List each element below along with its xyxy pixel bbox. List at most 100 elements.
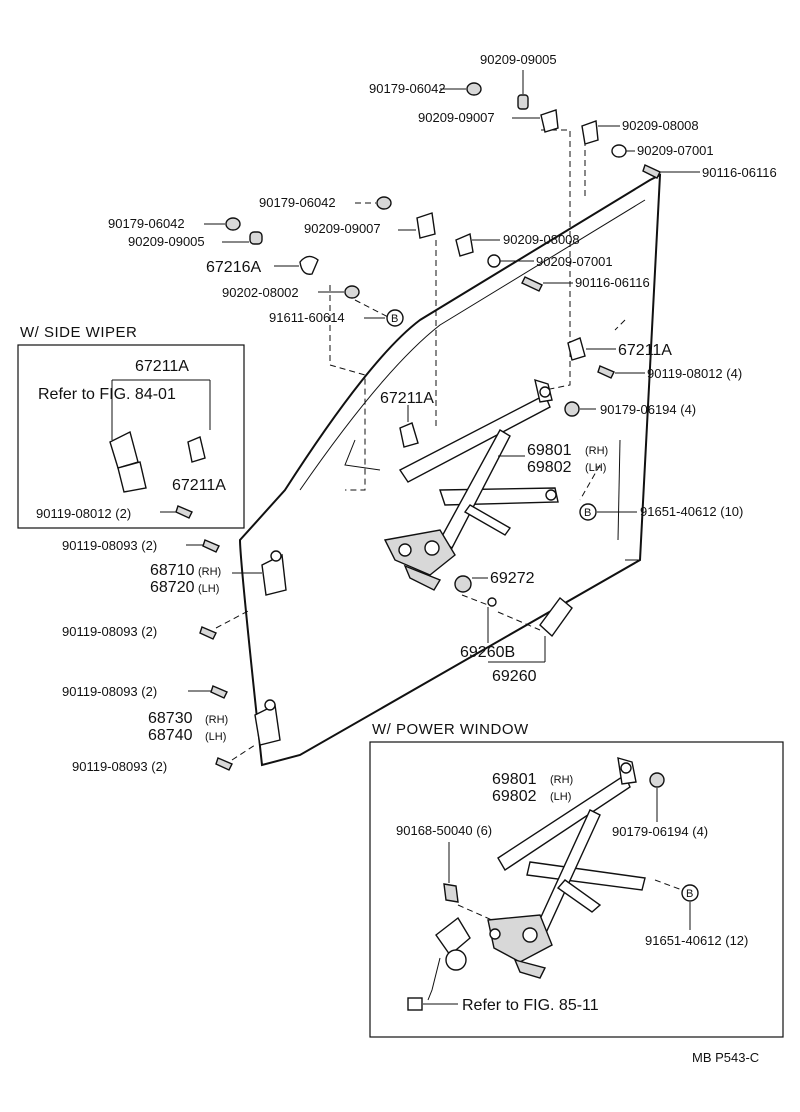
bolt-icon [210,685,228,699]
circled-b-marker [579,503,597,521]
label-90179-06194-main: 90179-06194 (4) [600,402,696,417]
hinge-group: 90119-08093 (2) 68710 (RH) 68720 (LH) 90… [62,538,287,774]
washer-icon [611,144,627,158]
lower-hinge-icon [254,703,281,746]
power-window-motor-icon [407,916,471,1011]
stopper-bracket-icon [455,233,474,257]
side-wiper-inset: W/ SIDE WIPER 67211A Refer to FIG. 84-01… [17,324,245,529]
bolt-icon [199,626,217,640]
pw-label-69801-rh: (RH) [550,774,573,786]
circled-b-marker [386,309,404,327]
window-crank-handle-icon [539,596,573,638]
cushion-icon [517,94,529,110]
sw-label-67211A-top: 67211A [135,358,189,375]
label-67211A-right: 67211A [618,342,672,359]
sw-refer-fig: Refer to FIG. 84-01 [38,386,176,403]
nut-icon [376,196,392,210]
side-wiper-box [17,344,245,529]
washer-icon [344,285,360,299]
bolt-icon [642,164,661,179]
bolt-icon [215,757,233,771]
circled-b-text: B [686,888,693,900]
glass-guide-dashed-lines [329,129,626,631]
power-window-title: W/ POWER WINDOW [372,721,529,738]
bolt-icon [175,505,193,519]
label-69801-main: 69801 [527,442,572,459]
cushion-icon [249,231,263,245]
label-91611-60614: 91611-60614 [269,310,345,325]
label-68720-lh: (LH) [198,583,219,595]
label-90119-08012-right: 90119-08012 (4) [647,366,742,381]
side-wiper-title: W/ SIDE WIPER [20,324,137,341]
clip-icon [487,597,497,607]
power-window-regulator-icon [487,757,646,979]
screw-icon [443,883,459,903]
label-67211A-center: 67211A [380,390,434,407]
window-regulator-icon [383,378,559,591]
label-68720: 68720 [150,579,195,596]
label-68710-rh: (RH) [198,566,221,578]
pw-label-91651-40612: 91651-40612 (12) [645,933,748,948]
bolt-icon [521,276,543,292]
stopper-bracket-icon [581,120,599,145]
label-69802-main: 69802 [527,459,572,476]
label-90209-07001-mid: 90209-07001 [536,254,613,269]
pw-label-90179-06194: 90179-06194 (4) [612,824,708,839]
circled-b-text: B [584,507,591,519]
pw-refer-fig: Refer to FIG. 85-11 [462,997,599,1014]
label-91651-40612-main: 91651-40612 (10) [640,504,743,519]
label-90179-06042-left: 90179-06042 [108,216,185,231]
label-90119-08093-b: 90119-08093 (2) [62,624,157,639]
nut-icon [564,401,580,417]
label-90209-09005-left: 90209-09005 [128,234,205,249]
door-panel-outline [238,173,662,767]
label-67216A: 67216A [206,259,261,276]
nut-icon [649,772,665,788]
sw-label-90119-08012: 90119-08012 (2) [36,506,131,521]
label-90119-08093-d: 90119-08093 (2) [72,759,167,774]
label-90119-08093-a: 90119-08093 (2) [62,538,157,553]
label-69801-rh: (RH) [585,445,608,457]
regulator-area: 67211A 90119-08012 (4) 90179-06194 (4) 6… [380,337,743,685]
channel-bracket-icon [187,436,206,463]
label-90179-06042-mid: 90179-06042 [259,195,336,210]
label-90209-09005-top: 90209-09005 [480,52,557,67]
handle-plate-icon [454,575,472,593]
label-90209-09007-mid: 90209-09007 [304,221,381,236]
stopper-bracket-icon [540,109,559,133]
power-window-inset: W/ POWER WINDOW 69801 (RH) 69802 (LH) 90… [369,721,784,1038]
bolt-icon [202,539,220,553]
wiper-bracket-icon [117,461,147,493]
bolt-icon [597,365,615,379]
label-90119-08093-c: 90119-08093 (2) [62,684,157,699]
pw-label-69802: 69802 [492,788,537,805]
label-68730-rh: (RH) [205,714,228,726]
pw-label-69801: 69801 [492,771,537,788]
label-69802-lh: (LH) [585,462,606,474]
stabilizer-icon [299,255,319,275]
label-69260: 69260 [492,668,537,685]
label-68730: 68730 [148,710,193,727]
label-90202-08002: 90202-08002 [222,285,299,300]
label-69272: 69272 [490,570,535,587]
label-68740: 68740 [148,727,193,744]
label-90209-07001-top: 90209-07001 [637,143,714,158]
mid-fastener-group: 90179-06042 90179-06042 90209-09005 9020… [108,195,650,327]
label-69260B: 69260B [460,644,515,661]
label-90209-09007-top: 90209-09007 [418,110,495,125]
label-90116-06116-mid: 90116-06116 [575,275,650,290]
footer-code: MB P543-C [692,1050,759,1065]
label-90179-06042-top: 90179-06042 [369,81,446,96]
label-90116-06116-top: 90116-06116 [702,165,777,180]
label-90209-08008-top: 90209-08008 [622,118,699,133]
stopper-bracket-icon [416,212,436,239]
washer-icon [487,254,501,268]
label-68740-lh: (LH) [205,731,226,743]
wiper-bracket-icon [109,430,139,469]
channel-bracket-icon [399,422,419,448]
label-90209-08008-mid: 90209-08008 [503,232,580,247]
channel-bracket-icon [567,337,586,361]
label-68710: 68710 [150,562,195,579]
nut-icon [225,217,241,231]
circled-b-text: B [391,313,398,325]
